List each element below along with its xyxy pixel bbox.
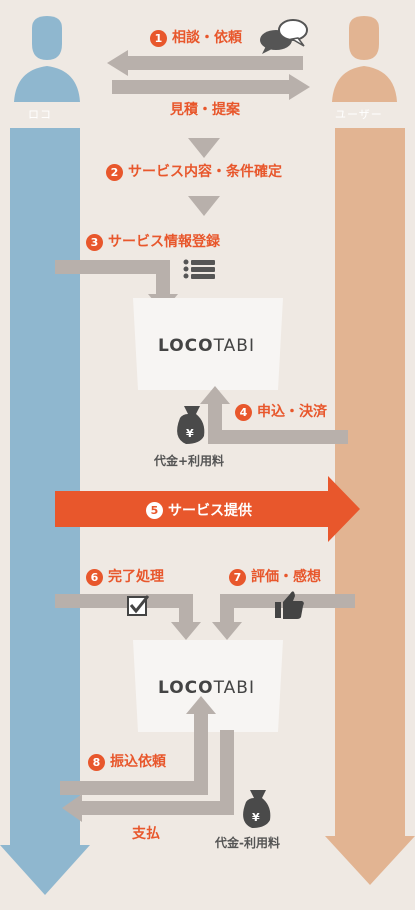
person-icon-loco xyxy=(14,16,80,102)
user-lane-arrow xyxy=(325,128,415,885)
step-6-text: 完了処理 xyxy=(108,569,164,585)
step-1-number: 1 xyxy=(150,29,167,47)
user-label: ユーザー xyxy=(335,108,383,121)
payout-label: 支払 xyxy=(132,826,160,842)
logo-light-2: TABI xyxy=(213,678,255,698)
service-arrow xyxy=(55,476,360,542)
payout-arrow xyxy=(62,730,234,822)
step-4-label: 4 申込・決済 xyxy=(235,403,327,421)
speech-bubbles-icon xyxy=(260,19,308,54)
locotabi-box-2 xyxy=(133,640,283,732)
step-4-text: 申込・決済 xyxy=(257,404,327,420)
step-1-label: 1 相談・依頼 xyxy=(150,29,242,47)
apply-arrow xyxy=(200,386,348,444)
step-4-number: 4 xyxy=(235,403,252,421)
step-6-label: 6 完了処理 xyxy=(86,568,164,586)
transfer-request-arrow xyxy=(60,696,216,795)
money-bag-icon-2: ¥ xyxy=(243,790,271,828)
down-triangle-1 xyxy=(188,138,220,158)
person-icon-user xyxy=(332,16,397,102)
step-2-text: サービス内容・条件確定 xyxy=(128,164,282,180)
step-2-label: 2 サービス内容・条件確定 xyxy=(106,163,282,181)
step-6-number: 6 xyxy=(86,568,103,586)
step-5-label: 5 サービス提供 xyxy=(146,500,252,520)
request-arrow xyxy=(107,50,303,76)
loco-label: ロコ xyxy=(28,108,52,121)
checkbox-icon xyxy=(127,595,150,616)
step-3-text: サービス情報登録 xyxy=(108,234,220,250)
locotabi-logo-1: LOCOTABI xyxy=(158,336,255,356)
proposal-label: 見積・提案 xyxy=(170,102,240,118)
svg-text:¥: ¥ xyxy=(186,427,194,440)
logo-bold-1: LOCO xyxy=(158,336,214,356)
step-5-text: サービス提供 xyxy=(168,503,252,519)
locotabi-box-1 xyxy=(133,298,283,390)
step-8-text: 振込依頼 xyxy=(110,754,166,770)
logo-bold-2: LOCO xyxy=(158,678,214,698)
step-7-label: 7 評価・感想 xyxy=(229,568,321,586)
step-8-label: 8 振込依頼 xyxy=(88,753,166,771)
loco-lane-arrow xyxy=(0,128,90,895)
step-1-text: 相談・依頼 xyxy=(172,30,242,46)
logo-light-1: TABI xyxy=(213,336,255,356)
complete-arrow xyxy=(55,594,201,640)
list-icon xyxy=(183,259,215,279)
step-5-number: 5 xyxy=(146,501,163,519)
locotabi-logo-2: LOCOTABI xyxy=(158,678,255,698)
step-8-number: 8 xyxy=(88,753,105,771)
step-7-text: 評価・感想 xyxy=(251,569,321,585)
step-3-number: 3 xyxy=(86,233,103,251)
fee-minus-label: 代金-利用料 xyxy=(215,836,280,850)
step-7-number: 7 xyxy=(229,568,246,586)
money-bag-icon-1: ¥ xyxy=(177,406,205,444)
proposal-arrow xyxy=(112,74,310,100)
fee-plus-label: 代金+利用料 xyxy=(154,454,225,468)
down-triangle-2 xyxy=(188,196,220,216)
svg-text:¥: ¥ xyxy=(252,811,260,824)
thumbs-up-icon xyxy=(275,591,304,619)
step-3-label: 3 サービス情報登録 xyxy=(86,233,220,251)
step-2-number: 2 xyxy=(106,163,123,181)
